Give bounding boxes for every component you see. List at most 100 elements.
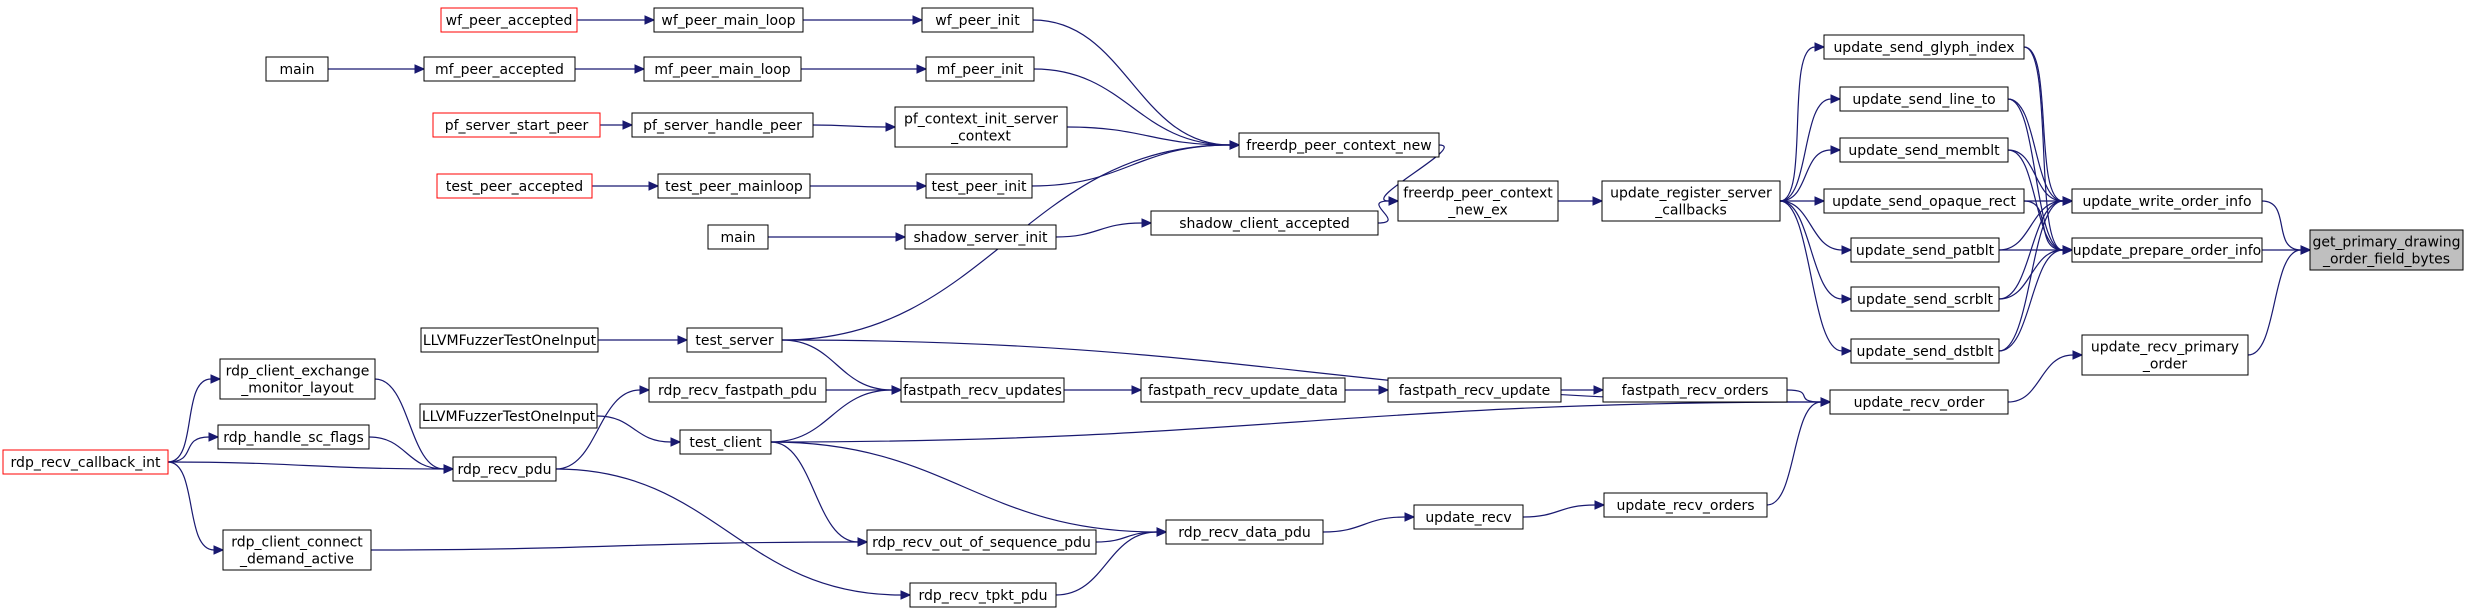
edge-line: [2007, 354, 2074, 403]
node-peer-ctx-new[interactable]: freerdp_peer_context_new: [1238, 132, 1440, 158]
edge-wf-loop-to-wf-init: [803, 15, 924, 25]
node-root[interactable]: get_primary_drawing_order_field_bytes: [2309, 229, 2464, 271]
node-data-pdu[interactable]: rdp_recv_data_pdu: [1165, 519, 1324, 545]
node-fuzz1[interactable]: LLVMFuzzerTestOneInput: [420, 327, 599, 353]
node-recv-pdu[interactable]: rdp_recv_pdu: [452, 456, 557, 482]
node-recv-fp-pdu[interactable]: rdp_recv_fastpath_pdu: [648, 377, 827, 403]
edge-arrowhead: [644, 15, 656, 25]
node-label: update_send_line_to: [1852, 92, 1995, 108]
node-box: [2309, 229, 2464, 271]
node-send-memblt[interactable]: update_send_memblt: [1839, 137, 2009, 163]
edge-line: [2007, 98, 2064, 202]
node-pf-ctx[interactable]: pf_context_init_server_context: [894, 106, 1068, 148]
node-upd-recv-primary[interactable]: update_recv_primary_order: [2081, 334, 2249, 376]
edge-line: [770, 401, 1822, 443]
node-tpkt-pdu[interactable]: rdp_recv_tpkt_pdu: [909, 582, 1057, 608]
node-send-dstblt[interactable]: update_send_dstblt: [1850, 338, 2000, 364]
node-upd-recv[interactable]: update_recv: [1413, 504, 1524, 530]
node-test-server[interactable]: test_server: [686, 327, 783, 353]
node-send-scrblt[interactable]: update_send_scrblt: [1850, 286, 2000, 312]
node-label: LLVMFuzzerTestOneInput: [423, 333, 597, 349]
node-handle-sc[interactable]: rdp_handle_sc_flags: [217, 424, 370, 450]
node-send-glyph[interactable]: update_send_glyph_index: [1823, 34, 2025, 60]
node-mf-acc[interactable]: mf_peer_accepted: [423, 56, 576, 82]
node-fp-recv-upd[interactable]: fastpath_recv_updates: [900, 377, 1065, 403]
node-test-client[interactable]: test_client: [679, 429, 772, 455]
node-send-line[interactable]: update_send_line_to: [1839, 86, 2009, 112]
node-mf-loop[interactable]: mf_peer_main_loop: [643, 56, 802, 82]
node-fp-recv-upd-data[interactable]: fastpath_recv_update_data: [1140, 377, 1346, 403]
edge-arrowhead: [622, 120, 634, 130]
edge-arrowhead: [2062, 196, 2074, 206]
node-write-order[interactable]: update_write_order_info: [2071, 188, 2263, 214]
node-shadow-init[interactable]: shadow_server_init: [904, 224, 1057, 250]
edge-line: [1779, 200, 1843, 352]
node-box: [1397, 180, 1559, 222]
node-upd-recv-orders[interactable]: update_recv_orders: [1603, 492, 1768, 518]
node-box: [643, 56, 802, 82]
edge-pf-start-to-pf-handle: [599, 120, 634, 130]
edges-layer: [167, 15, 2312, 600]
node-demand[interactable]: rdp_client_connect_demand_active: [222, 529, 372, 571]
node-wf-loop[interactable]: wf_peer_main_loop: [653, 7, 804, 33]
node-send-opaque[interactable]: update_send_opaque_rect: [1823, 188, 2025, 214]
edge-line: [1095, 531, 1158, 543]
edge-handle-sc-to-recv-pdu: [368, 436, 455, 474]
node-test-acc[interactable]: test_peer_accepted: [436, 173, 593, 199]
node-box: [925, 56, 1035, 82]
edge-line: [1998, 200, 2064, 251]
node-box: [894, 106, 1068, 148]
edge-arrowhead: [857, 537, 869, 547]
node-peer-ctx-new-ex[interactable]: freerdp_peer_context_new_ex: [1397, 180, 1559, 222]
node-main2[interactable]: main: [707, 224, 769, 250]
node-upd-reg[interactable]: update_register_server_callbacks: [1601, 180, 1781, 222]
edge-upd-recv-orders-to-upd-recv-order: [1766, 397, 1832, 506]
edge-data-pdu-to-upd-recv: [1322, 512, 1416, 533]
node-pf-handle[interactable]: pf_server_handle_peer: [631, 112, 814, 138]
node-main1[interactable]: main: [265, 56, 329, 82]
node-label: rdp_recv_tpkt_pdu: [919, 588, 1048, 604]
edge-line: [374, 378, 445, 470]
node-recv-cb[interactable]: rdp_recv_callback_int: [2, 449, 169, 475]
node-box: [866, 529, 1097, 555]
node-label: rdp_recv_pdu: [458, 462, 552, 478]
node-upd-recv-order[interactable]: update_recv_order: [1829, 389, 2009, 415]
node-test-init[interactable]: test_peer_init: [925, 173, 1033, 199]
node-box: [657, 173, 811, 199]
node-box: [707, 224, 769, 250]
edge-line: [1998, 200, 2064, 352]
node-box: [419, 403, 598, 429]
edge-arrowhead: [443, 464, 455, 474]
edge-line: [1522, 504, 1596, 518]
node-exch-mon[interactable]: rdp_client_exchange_monitor_layout: [219, 358, 376, 400]
node-prep-order[interactable]: update_prepare_order_info: [2071, 237, 2263, 263]
node-oos-pdu[interactable]: rdp_recv_out_of_sequence_pdu: [866, 529, 1097, 555]
node-label: rdp_recv_data_pdu: [1178, 525, 1311, 541]
node-box: [686, 327, 783, 353]
edge-test-client-to-data-pdu: [770, 441, 1168, 537]
node-label: test_peer_init: [932, 179, 1027, 195]
node-box: [679, 429, 772, 455]
edge-send-dstblt-to-write-order: [1998, 196, 2074, 352]
edge-recv-pdu-to-recv-fp-pdu: [555, 385, 651, 470]
node-fuzz2[interactable]: LLVMFuzzerTestOneInput: [419, 403, 598, 429]
edge-line: [167, 436, 210, 463]
node-send-patblt[interactable]: update_send_patblt: [1850, 237, 2000, 263]
edge-line: [1383, 144, 1445, 202]
node-shadow-acc[interactable]: shadow_client_accepted: [1150, 210, 1379, 236]
node-pf-start[interactable]: pf_server_start_peer: [432, 112, 601, 138]
node-wf-acc[interactable]: wf_peer_accepted: [440, 7, 578, 33]
edge-test-client-to-fp-recv-upd: [770, 385, 903, 443]
node-label: LLVMFuzzerTestOneInput: [422, 409, 596, 425]
edge-line: [2247, 249, 2302, 356]
edge-arrowhead: [1378, 385, 1390, 395]
node-fp-recv-update[interactable]: fastpath_recv_update: [1387, 377, 1562, 403]
node-test-loop[interactable]: test_peer_mainloop: [657, 173, 811, 199]
node-box: [217, 424, 370, 450]
node-mf-init[interactable]: mf_peer_init: [925, 56, 1035, 82]
node-wf-init[interactable]: wf_peer_init: [921, 7, 1034, 33]
node-label: _context: [950, 129, 1011, 145]
node-fp-recv-orders[interactable]: fastpath_recv_orders: [1602, 377, 1788, 403]
edge-main1-to-mf-acc: [328, 64, 426, 74]
edge-recv-cb-to-demand: [167, 461, 225, 555]
